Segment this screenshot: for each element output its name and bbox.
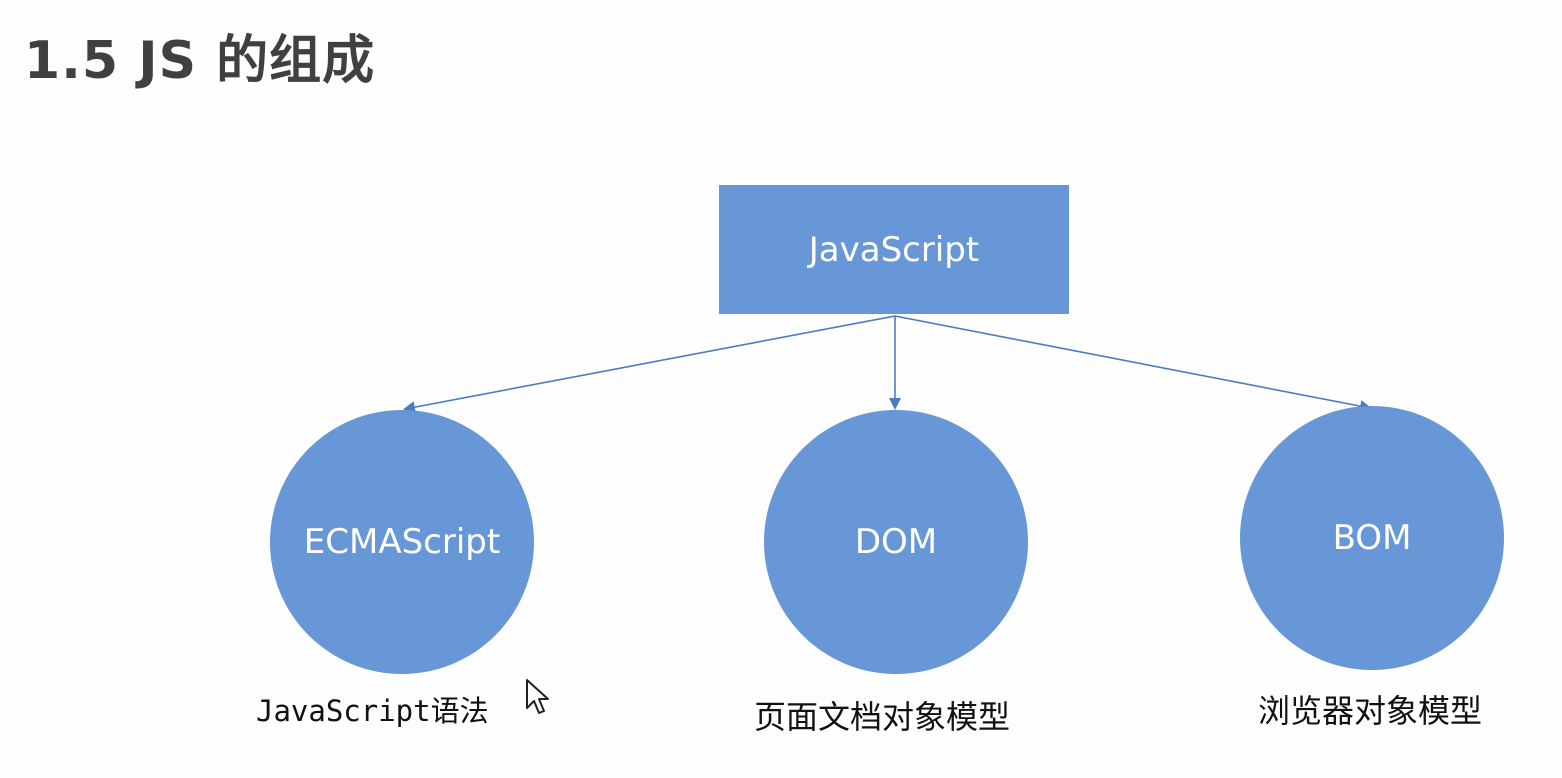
javascript-box: JavaScript xyxy=(719,185,1069,314)
dom-circle: DOM xyxy=(764,410,1028,674)
arrow-to-bom xyxy=(894,315,1372,412)
dom-caption: 页面文档对象模型 xyxy=(754,698,1011,736)
slide-title: 1.5 JS 的组成 xyxy=(24,31,376,91)
bom-circle: BOM xyxy=(1240,406,1504,670)
javascript-label: JavaScript xyxy=(808,229,980,270)
ecmascript-label: ECMAScript xyxy=(303,522,501,562)
mouse-cursor-icon xyxy=(526,679,549,714)
bom-label: BOM xyxy=(1332,518,1412,558)
ecmascript-caption: JavaScript语法 xyxy=(256,694,489,728)
dom-label: DOM xyxy=(854,522,938,562)
arrow-to-ecmascript xyxy=(403,315,896,414)
ecmascript-circle: ECMAScript xyxy=(270,410,534,674)
bom-caption: 浏览器对象模型 xyxy=(1258,692,1483,730)
